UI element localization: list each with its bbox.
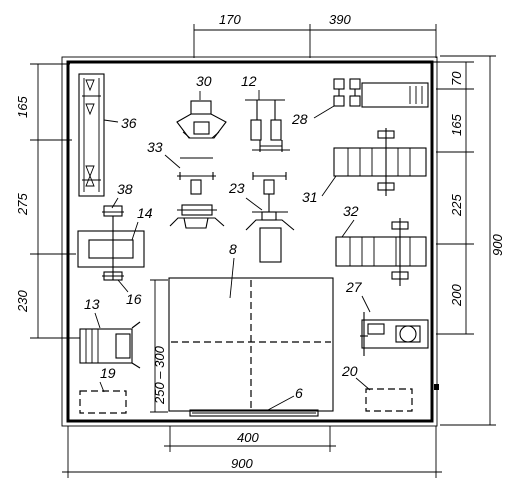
label-8: 8 — [229, 241, 237, 257]
label-31: 31 — [302, 189, 318, 205]
dim-right-total: 900 — [490, 234, 505, 256]
label-30: 30 — [196, 73, 212, 89]
machine-33: 33 — [147, 139, 225, 229]
dim-bottom-total: 900 — [231, 456, 253, 471]
label-16: 16 — [126, 291, 142, 307]
dim-bottom-inner: 400 — [237, 430, 259, 445]
machine-30: 30 — [176, 73, 227, 139]
machine-13: 13 — [79, 296, 141, 369]
label-12: 12 — [241, 73, 257, 89]
machine-28: 28 — [291, 78, 429, 127]
dim-mat-side: 250 – 300 — [152, 345, 167, 405]
label-19: 19 — [100, 365, 116, 381]
room-walls — [61, 56, 440, 427]
dim-top-right: 390 — [329, 12, 351, 27]
top-dimension-chain: 170 390 — [193, 12, 437, 58]
machine-27: 27 — [345, 279, 429, 356]
label-28: 28 — [291, 111, 308, 127]
label-20: 20 — [341, 363, 358, 379]
mat-side-dimension: 250 – 300 — [150, 279, 168, 413]
left-dimension-chain: 165 275 230 — [15, 63, 80, 339]
right-dimension-chain: 70 165 225 200 900 — [436, 55, 505, 426]
dim-left-2: 275 — [15, 193, 30, 216]
label-14: 14 — [137, 205, 153, 221]
area-19: 19 — [79, 365, 127, 414]
bar-6: 6 — [189, 385, 319, 417]
label-32: 32 — [343, 203, 359, 219]
label-27: 27 — [345, 279, 363, 295]
bottom-dimension-chain: 400 900 — [62, 426, 442, 478]
label-23: 23 — [228, 180, 245, 196]
dim-top-left: 170 — [219, 12, 241, 27]
area-20: 20 — [341, 363, 413, 412]
dim-right-2: 165 — [449, 114, 464, 136]
machine-14: 38 14 16 — [77, 181, 153, 307]
dim-left-3: 230 — [15, 290, 30, 313]
dim-right-4: 200 — [449, 284, 464, 307]
label-6: 6 — [295, 385, 303, 401]
machine-31: 31 — [302, 128, 427, 205]
label-33: 33 — [147, 139, 163, 155]
machine-32: 32 — [335, 203, 427, 286]
dim-right-1: 70 — [449, 71, 464, 86]
wall-bars-36: 36 — [78, 73, 137, 197]
dim-right-3: 225 — [449, 194, 464, 217]
mat-8: 8 — [168, 241, 334, 412]
dim-left-1: 165 — [15, 96, 30, 118]
label-38: 38 — [117, 181, 133, 197]
label-36: 36 — [121, 115, 137, 131]
machine-12: 12 — [241, 73, 290, 152]
label-13: 13 — [84, 296, 100, 312]
machine-23: 23 — [228, 172, 295, 263]
